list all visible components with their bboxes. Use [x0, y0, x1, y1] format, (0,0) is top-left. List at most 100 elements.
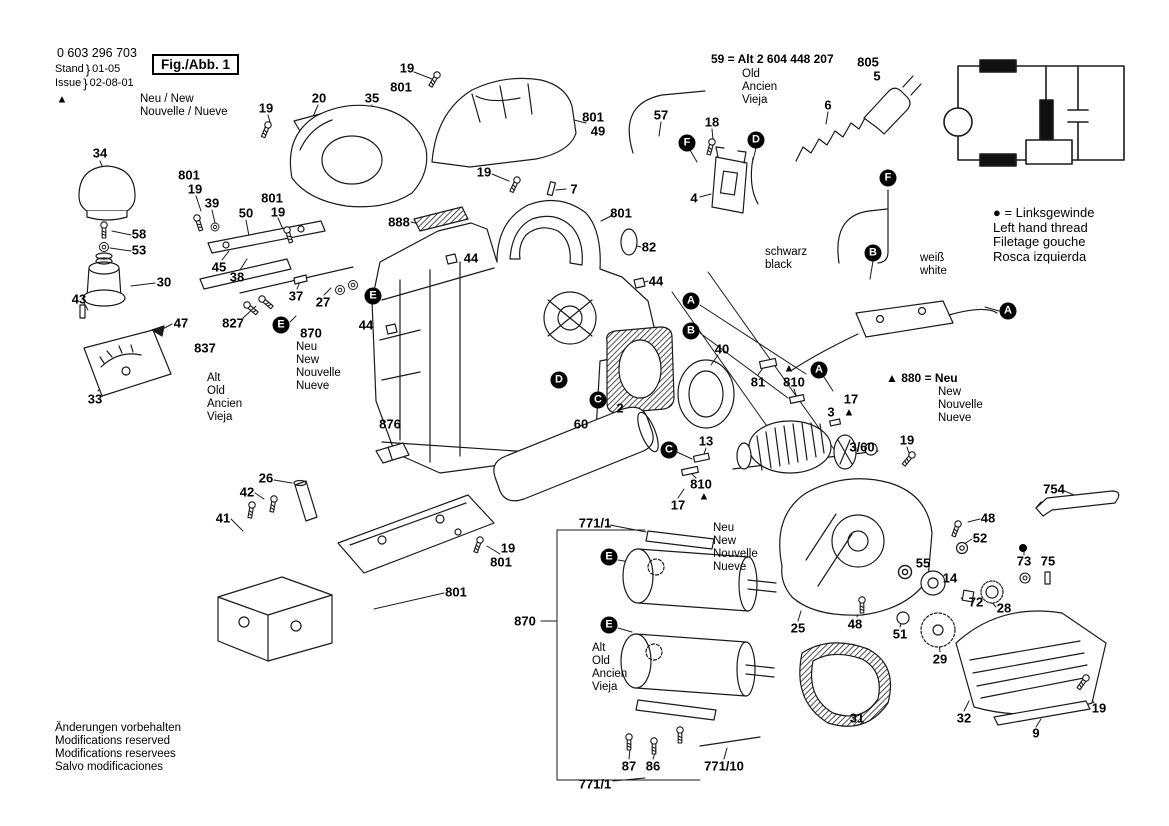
- part-callout-82: 82: [641, 239, 657, 255]
- part-callout-870: 870: [300, 325, 322, 341]
- part-callout-7: 7: [570, 181, 578, 197]
- sole-plate-drawing: [337, 494, 495, 574]
- part-callout-75: 75: [1040, 553, 1056, 569]
- belt-31-drawing: [799, 642, 892, 727]
- part-callout-5: 5: [873, 68, 881, 84]
- figure-label: Fig./Abb. 1: [152, 54, 239, 75]
- part-callout-53: 53: [131, 242, 147, 258]
- part-callout-801: 801: [390, 79, 412, 95]
- part-callout-44: 44: [358, 317, 374, 333]
- part-callout-801: 801: [445, 584, 467, 600]
- part-callout-44: 44: [648, 273, 664, 289]
- chip-tube-60-drawing: [493, 406, 659, 502]
- issue-value: 02-08-01: [89, 77, 134, 89]
- part-callout-34: 34: [92, 145, 108, 161]
- assembly-marker-D: D: [550, 371, 568, 389]
- assembly-marker-B: B: [682, 322, 700, 340]
- housing-35-drawing: [259, 70, 442, 208]
- part-callout-3-60: 3/60: [849, 439, 875, 455]
- alt-59-note: 59 = Alt 2 604 448 207: [711, 52, 834, 66]
- left-hand-thread-dot: [1019, 544, 1027, 552]
- stand-label: Stand: [55, 63, 84, 75]
- part-callout-6: 6: [824, 97, 832, 113]
- scale-plate-33-drawing: [83, 329, 172, 397]
- part-callout-41: 41: [215, 510, 231, 526]
- switch-4-drawing: [704, 137, 748, 214]
- part-callout-48: 48: [980, 510, 996, 526]
- triangle-marker: ▲: [698, 490, 710, 503]
- part-callout-30: 30: [156, 274, 172, 290]
- part-callout-20: 20: [311, 90, 327, 106]
- top-cover-49-drawing: [431, 77, 577, 168]
- part-callout-801: 801: [582, 109, 604, 125]
- assembly-marker-B: B: [864, 244, 882, 262]
- assembly-marker-E: E: [272, 316, 290, 334]
- part-callout-801: 801: [610, 205, 632, 221]
- brace-glyph: }: [85, 61, 91, 77]
- part-callout-19: 19: [500, 540, 516, 556]
- part-callout-837: 837: [194, 340, 216, 356]
- part-callout-19: 19: [187, 181, 203, 197]
- armature-drawing: [680, 357, 918, 477]
- part-callout-13: 13: [698, 433, 714, 449]
- assembly-marker-A: A: [999, 302, 1017, 320]
- triangle-marker: ▲: [56, 93, 68, 106]
- part-callout-876: 876: [379, 416, 401, 432]
- gear-housing-25-drawing: [779, 478, 933, 616]
- part-callout-81: 81: [750, 374, 766, 390]
- assembly-marker-F: F: [879, 169, 897, 187]
- triangle-marker: ▲: [843, 406, 855, 419]
- part-callout-33: 33: [87, 391, 103, 407]
- part-callout-43: 43: [71, 291, 87, 307]
- part-callout-57: 57: [653, 107, 669, 123]
- brace-glyph: }: [83, 75, 88, 91]
- assembly-marker-E: E: [364, 287, 382, 305]
- part-callout-19: 19: [899, 432, 915, 448]
- part-callout-17: 17: [843, 391, 859, 407]
- knob-34-drawing: [78, 165, 136, 253]
- part-callout-4: 4: [690, 190, 698, 206]
- part-callout-44: 44: [463, 250, 479, 266]
- power-cord-drawing: [795, 75, 922, 162]
- part-callout-55: 55: [915, 555, 931, 571]
- part-callout-29: 29: [932, 651, 948, 667]
- part-callout-19: 19: [270, 204, 286, 220]
- revision-stamp: Stand } 01-05 Issue } 02-08-01: [55, 61, 134, 91]
- part-callout-14: 14: [942, 570, 958, 586]
- triangle-marker: ▲: [783, 362, 795, 375]
- part-callout-58: 58: [131, 226, 147, 242]
- assembly-marker-A: A: [810, 361, 828, 379]
- part-callout-810: 810: [783, 374, 805, 390]
- bracket-50-drawing: [192, 213, 359, 317]
- belt-cover-32-drawing: [955, 610, 1107, 726]
- drive-parts-drawing: [858, 519, 1051, 648]
- assembly-marker-E: E: [600, 548, 618, 566]
- part-callout-18: 18: [704, 114, 720, 130]
- part-callout-19: 19: [399, 60, 415, 76]
- part-callout-72: 72: [968, 594, 984, 610]
- motor-housings-870-drawing: [620, 530, 777, 755]
- main-body-drawing: [371, 175, 656, 474]
- part-callout-801: 801: [261, 190, 283, 206]
- part-callout-86: 86: [645, 758, 661, 774]
- part-callout-39: 39: [204, 195, 220, 211]
- part-callout-48: 48: [847, 616, 863, 632]
- part-callout-771-1: 771/1: [578, 515, 612, 531]
- note-880: ▲ 880 = Neu: [886, 371, 958, 385]
- part-callout-47: 47: [173, 315, 189, 331]
- part-callout-37: 37: [288, 288, 304, 304]
- part-callout-3: 3: [827, 404, 835, 420]
- part-callout-810: 810: [690, 476, 712, 492]
- part-callout-28: 28: [996, 600, 1012, 616]
- part-callout-888: 888: [388, 214, 410, 230]
